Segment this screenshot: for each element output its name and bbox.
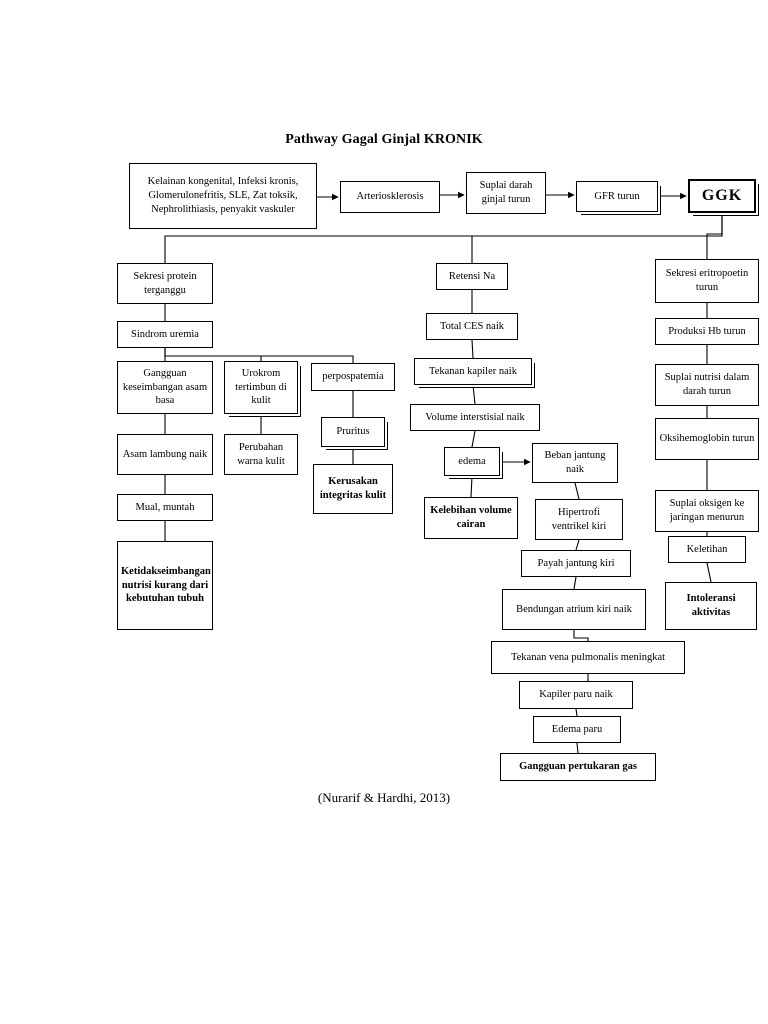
node-sekresi_protein: Sekresi protein terganggu bbox=[117, 263, 213, 304]
node-label: Suplai darah ginjal turun bbox=[479, 180, 533, 205]
node-kerusakan_integritas_kulit: Kerusakan integritas kulit bbox=[313, 464, 393, 514]
node-retensi_na: Retensi Na bbox=[436, 263, 508, 290]
node-ggk: GGK bbox=[688, 179, 756, 213]
node-label: Volume interstisial naik bbox=[425, 411, 525, 423]
node-urokrom: Urokrom tertimbun di kulit bbox=[224, 361, 298, 414]
node-label: Mual, muntah bbox=[135, 501, 195, 513]
edge-tekanan_kapiler-to-volume_interstisial bbox=[472, 384, 476, 405]
node-label: Pruritus bbox=[336, 426, 370, 438]
node-bendungan_atrium: Bendungan atrium kiri naik bbox=[502, 589, 646, 630]
node-label: Tekanan kapiler naik bbox=[429, 365, 517, 377]
node-label: Tekanan vena pulmonalis meningkat bbox=[510, 651, 666, 663]
edge-ggk-to-retensi_na bbox=[471, 213, 723, 263]
page-title: Pathway Gagal Ginjal KRONIK bbox=[285, 132, 483, 147]
edge-keletihan-to-intoleransi_aktivitas bbox=[706, 562, 712, 583]
node-label: Produksi Hb turun bbox=[668, 325, 746, 337]
node-beban_jantung: Beban jantung naik bbox=[532, 443, 618, 483]
node-gangguan_pertukaran_gas: Gangguan pertukaran gas bbox=[500, 753, 656, 781]
node-suplai_oksigen: Suplai oksigen ke jaringan menurun bbox=[655, 490, 759, 532]
node-arteriosklerosis: Arteriosklerosis bbox=[340, 181, 440, 213]
node-label: Hipertrofi ventrikel kiri bbox=[551, 506, 607, 532]
node-mual_muntah: Mual, muntah bbox=[117, 494, 213, 521]
node-label: Kelebihan volume cairan bbox=[430, 505, 512, 530]
node-label: Oksihemoglobin turun bbox=[659, 433, 755, 445]
node-label: Perubahan warna kulit bbox=[237, 441, 285, 467]
node-total_ces: Total CES naik bbox=[426, 313, 518, 340]
edge-kapiler_paru-to-edema_paru bbox=[575, 708, 578, 717]
node-perpospatemia: perpospatemia bbox=[311, 363, 395, 391]
node-label: Gangguan keseimbangan asam basa bbox=[122, 367, 208, 407]
node-sekresi_eritropoetin: Sekresi eritropoetin turun bbox=[655, 259, 759, 303]
node-intoleransi_aktivitas: Intoleransi aktivitas bbox=[665, 582, 757, 630]
edge-sindrom_uremia-to-urokrom bbox=[164, 348, 262, 361]
node-gfr_turun: GFR turun bbox=[576, 181, 658, 212]
node-label: Retensi Na bbox=[448, 270, 496, 282]
node-label: Suplai nutrisi dalam darah turun bbox=[664, 372, 750, 397]
node-gangguan_asam_basa: Gangguan keseimbangan asam basa bbox=[117, 361, 213, 414]
node-keletihan: Keletihan bbox=[668, 536, 746, 563]
node-label: Sekresi protein terganggu bbox=[133, 270, 197, 296]
node-kelebihan_volume_cairan: Kelebihan volume cairan bbox=[424, 497, 518, 539]
node-payah_jantung: Payah jantung kiri bbox=[521, 550, 631, 577]
node-label: Kelainan kongenital, Infeksi kronis, Glo… bbox=[147, 176, 299, 215]
edge-beban_jantung-to-hipertrofi_ventrikel bbox=[574, 482, 580, 500]
node-label: GGK bbox=[701, 187, 743, 205]
node-label: perpospatemia bbox=[322, 371, 384, 383]
edge-hipertrofi_ventrikel-to-payah_jantung bbox=[575, 539, 580, 551]
node-perubahan_warna_kulit: Perubahan warna kulit bbox=[224, 434, 298, 475]
node-label: Sindrom uremia bbox=[131, 328, 199, 340]
node-label: edema bbox=[458, 455, 486, 467]
node-label: Kapiler paru naik bbox=[539, 689, 613, 701]
node-oksihemoglobin: Oksihemoglobin turun bbox=[655, 418, 759, 460]
node-volume_interstisial: Volume interstisial naik bbox=[410, 404, 540, 431]
node-label: Kerusakan integritas kulit bbox=[319, 476, 387, 501]
node-label: Suplai oksigen ke jaringan menurun bbox=[669, 498, 745, 523]
node-etiologi: Kelainan kongenital, Infeksi kronis, Glo… bbox=[129, 163, 317, 229]
node-label: Payah jantung kiri bbox=[537, 557, 615, 569]
edge-bendungan_atrium-to-tekanan_vena_pulmonalis bbox=[573, 630, 589, 641]
node-label: Bendungan atrium kiri naik bbox=[516, 603, 632, 615]
node-label: Intoleransi aktivitas bbox=[686, 593, 736, 618]
node-label: Urokrom tertimbun di kulit bbox=[235, 367, 287, 407]
node-sindrom_uremia: Sindrom uremia bbox=[117, 321, 213, 348]
node-label: Total CES naik bbox=[439, 320, 504, 332]
edge-volume_interstisial-to-edema bbox=[471, 430, 476, 448]
node-edema_paru: Edema paru bbox=[533, 716, 621, 743]
node-label: Asam lambung naik bbox=[122, 448, 208, 460]
node-kapiler_paru: Kapiler paru naik bbox=[519, 681, 633, 709]
node-tekanan_kapiler: Tekanan kapiler naik bbox=[414, 358, 532, 385]
node-hipertrofi_ventrikel: Hipertrofi ventrikel kiri bbox=[535, 499, 623, 540]
node-label: GFR turun bbox=[594, 190, 640, 202]
node-label: Sekresi eritropoetin turun bbox=[665, 268, 749, 293]
node-suplai_darah_ginjal: Suplai darah ginjal turun bbox=[466, 172, 546, 214]
node-ketidakseimbangan_nutrisi: Ketidakseimbangan nutrisi kurang dari ke… bbox=[117, 541, 213, 630]
node-label: Beban jantung naik bbox=[544, 450, 606, 475]
node-label: Arteriosklerosis bbox=[356, 191, 424, 203]
edge-ggk-to-sekresi_eritropoetin bbox=[706, 213, 723, 259]
node-produksi_hb: Produksi Hb turun bbox=[655, 318, 759, 345]
edge-payah_jantung-to-bendungan_atrium bbox=[573, 576, 577, 590]
node-label: Edema paru bbox=[551, 723, 603, 735]
node-pruritus: Pruritus bbox=[321, 417, 385, 447]
node-suplai_nutrisi_darah: Suplai nutrisi dalam darah turun bbox=[655, 364, 759, 406]
node-edema: edema bbox=[444, 447, 500, 476]
node-label: Gangguan pertukaran gas bbox=[519, 761, 637, 773]
node-label: Keletihan bbox=[686, 543, 728, 555]
edge-edema-to-kelebihan_volume_cairan bbox=[470, 475, 473, 498]
edge-total_ces-to-tekanan_kapiler bbox=[471, 339, 474, 359]
source-citation: (Nurarif & Hardhi, 2013) bbox=[317, 790, 451, 805]
node-asam_lambung: Asam lambung naik bbox=[117, 434, 213, 475]
node-label: Ketidakseimbangan nutrisi kurang dari ke… bbox=[121, 565, 211, 605]
edge-edema_paru-to-gangguan_pertukaran_gas bbox=[576, 742, 579, 754]
node-tekanan_vena_pulmonalis: Tekanan vena pulmonalis meningkat bbox=[491, 641, 685, 674]
